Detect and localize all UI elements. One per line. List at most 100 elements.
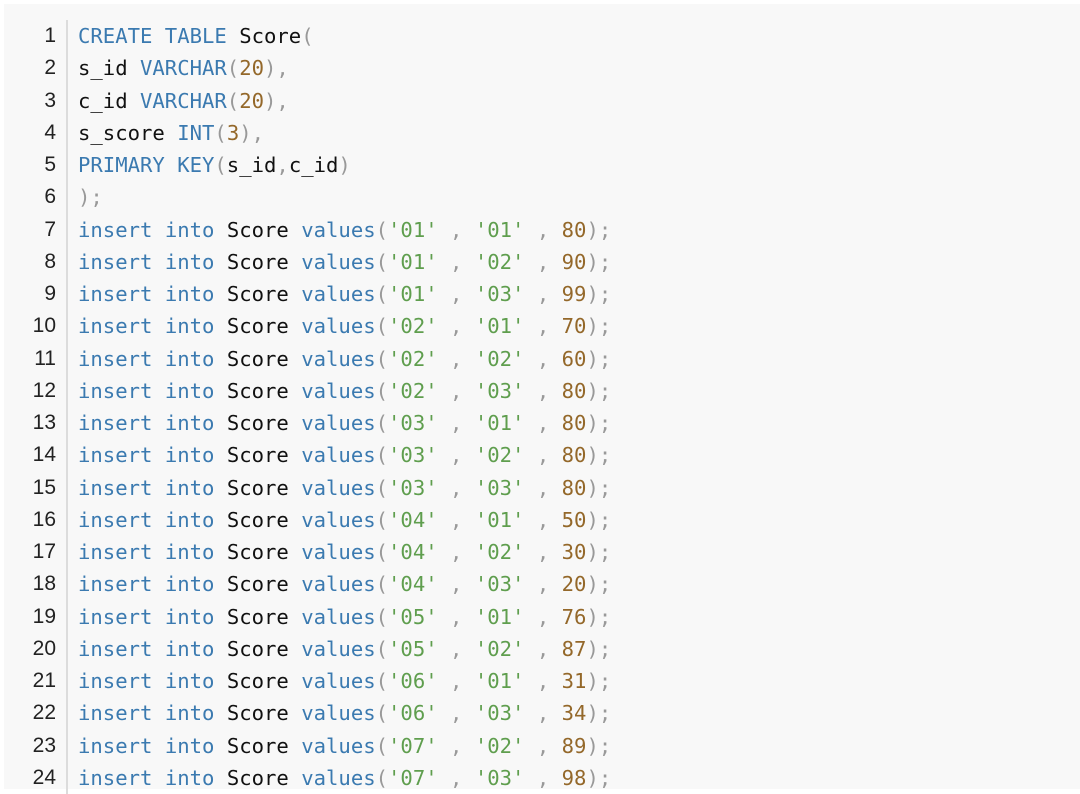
token-pun: , <box>437 507 475 532</box>
token-str: '01' <box>388 282 438 307</box>
token-kw: insert <box>78 701 153 726</box>
token-str: '02' <box>388 314 438 339</box>
token-id: Score <box>214 282 302 307</box>
token-pun: ); <box>586 443 612 468</box>
token-pun: , <box>524 443 562 468</box>
code-line: 21 insert into Score values('06' , '01' ,… <box>4 665 611 698</box>
token-kw: into <box>164 443 215 468</box>
token-id <box>152 314 164 338</box>
gutter-divider <box>66 181 68 214</box>
token-id: Score <box>214 765 302 790</box>
line-number: 2 <box>44 56 56 80</box>
token-id <box>152 379 164 403</box>
token-num: 30 <box>561 540 587 565</box>
token-pun: , <box>437 249 475 274</box>
token-pun: , <box>437 346 475 371</box>
token-num: 87 <box>561 636 587 661</box>
token-kw: values <box>301 443 376 468</box>
token-pun: , <box>524 701 562 726</box>
line-number: 23 <box>32 733 56 757</box>
token-pun: ( <box>375 636 389 661</box>
token-id <box>152 637 164 661</box>
token-str: '06' <box>388 701 438 726</box>
line-source: insert into Score values('01' , '01' , 8… <box>78 218 611 242</box>
token-id: Score <box>214 669 302 694</box>
token-str: '02' <box>388 378 438 403</box>
gutter-divider <box>66 439 68 472</box>
token-kw: insert <box>78 346 153 371</box>
token-num: 80 <box>561 217 587 242</box>
token-kw: insert <box>78 540 153 565</box>
token-str: '02' <box>388 346 438 371</box>
line-source: insert into Score values('02' , '03' , 8… <box>78 379 611 403</box>
token-str: '07' <box>388 733 438 758</box>
token-kw: into <box>164 636 215 661</box>
line-number: 18 <box>32 572 56 596</box>
token-num: 80 <box>561 443 587 468</box>
line-number: 6 <box>44 185 56 209</box>
line-number: 16 <box>32 507 56 531</box>
line-source: insert into Score values('03' , '02' , 8… <box>78 443 611 467</box>
token-kw: values <box>301 346 376 371</box>
token-kw: into <box>164 378 215 403</box>
token-num: 3 <box>226 120 240 145</box>
token-pun: ( <box>375 282 389 307</box>
token-pun: ( <box>214 153 227 178</box>
token-str: '01' <box>474 314 525 339</box>
token-kw: VARCHAR <box>140 56 227 81</box>
token-kw: into <box>164 507 215 532</box>
line-source: insert into Score values('06' , '01' , 3… <box>78 669 611 693</box>
token-id <box>152 605 164 629</box>
gutter-divider <box>66 84 68 117</box>
token-id <box>152 250 164 274</box>
token-pun: , <box>524 765 562 790</box>
token-kw: CREATE TABLE <box>78 24 227 49</box>
line-number: 21 <box>32 669 56 693</box>
token-pun: , <box>524 540 562 565</box>
line-source: insert into Score values('04' , '01' , 5… <box>78 508 611 532</box>
line-source: insert into Score values('01' , '03' , 9… <box>78 282 611 306</box>
token-pun: ); <box>586 475 612 500</box>
line-source: insert into Score values('03' , '01' , 8… <box>78 411 611 435</box>
token-pun: , <box>524 669 562 694</box>
token-num: 34 <box>561 701 587 726</box>
token-pun: , <box>437 765 475 790</box>
token-kw: insert <box>78 314 153 339</box>
token-str: '05' <box>388 636 438 661</box>
token-pun: , <box>524 378 562 403</box>
token-str: '01' <box>474 669 525 694</box>
token-str: '03' <box>388 443 438 468</box>
token-pun: ( <box>375 765 389 790</box>
token-pun: ), <box>264 56 289 81</box>
token-pun: , <box>437 443 475 468</box>
token-pun: , <box>437 411 475 436</box>
token-num: 20 <box>561 572 587 597</box>
line-source: insert into Score values('04' , '02' , 3… <box>78 540 611 564</box>
token-num: 90 <box>561 249 587 274</box>
token-pun: , <box>437 217 475 242</box>
token-pun: , <box>524 733 562 758</box>
line-number: 13 <box>32 411 56 435</box>
line-number: 22 <box>32 701 56 725</box>
token-str: '01' <box>388 217 438 242</box>
token-id <box>152 734 164 758</box>
token-pun: ); <box>586 249 612 274</box>
token-kw: into <box>164 217 215 242</box>
line-number: 8 <box>44 249 56 273</box>
token-id: Score <box>214 217 302 242</box>
gutter-divider <box>66 568 68 601</box>
token-pun: ); <box>586 217 612 242</box>
token-num: 80 <box>561 475 587 500</box>
gutter-divider <box>66 342 68 375</box>
token-id <box>152 476 164 500</box>
line-source: CREATE TABLE Score( <box>78 24 314 48</box>
token-pun: , <box>437 282 475 307</box>
gutter-divider <box>66 310 68 343</box>
token-id: Score <box>214 475 302 500</box>
token-pun: ( <box>375 540 389 565</box>
